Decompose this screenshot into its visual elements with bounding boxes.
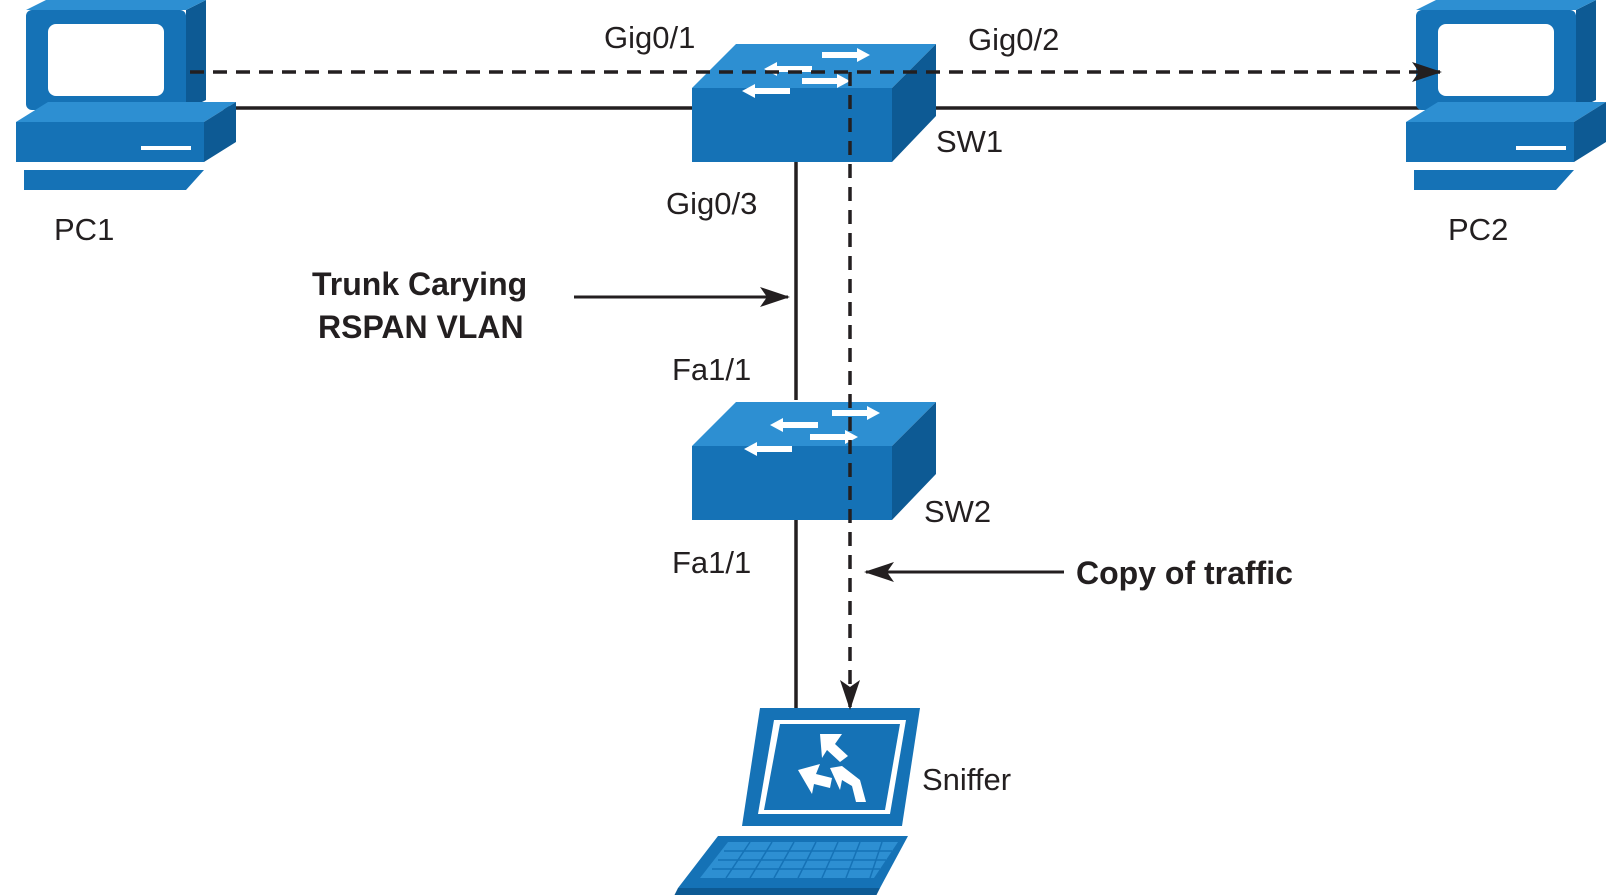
sniffer-arrows-icon (798, 734, 866, 802)
port-gig02-label: Gig0/2 (968, 22, 1059, 57)
port-fa11-bottom-label: Fa1/1 (672, 545, 751, 580)
pc1-label: PC1 (54, 212, 114, 247)
port-fa11-top-label: Fa1/1 (672, 352, 751, 387)
sw1-label: SW1 (936, 124, 1003, 159)
sw1-switch-icon[interactable] (692, 44, 936, 162)
pc1-icon[interactable] (16, 0, 236, 190)
sniffer-laptop-icon[interactable] (674, 708, 920, 895)
port-gig03-label: Gig0/3 (666, 186, 757, 221)
trunk-annotation-line2: RSPAN VLAN (318, 309, 524, 345)
copy-annotation-label: Copy of traffic (1076, 555, 1293, 591)
pc2-label: PC2 (1448, 212, 1508, 247)
sw2-switch-icon[interactable] (692, 402, 936, 520)
trunk-annotation-line1: Trunk Carying (312, 266, 527, 302)
pc2-icon[interactable] (1406, 0, 1606, 190)
sw2-label: SW2 (924, 494, 991, 529)
sw1-arrows-icon (742, 48, 870, 98)
port-gig01-label: Gig0/1 (604, 20, 695, 55)
sniffer-label: Sniffer (922, 762, 1011, 797)
sniffer-keyboard-grid (712, 841, 892, 879)
sw2-arrows-icon (744, 406, 880, 456)
